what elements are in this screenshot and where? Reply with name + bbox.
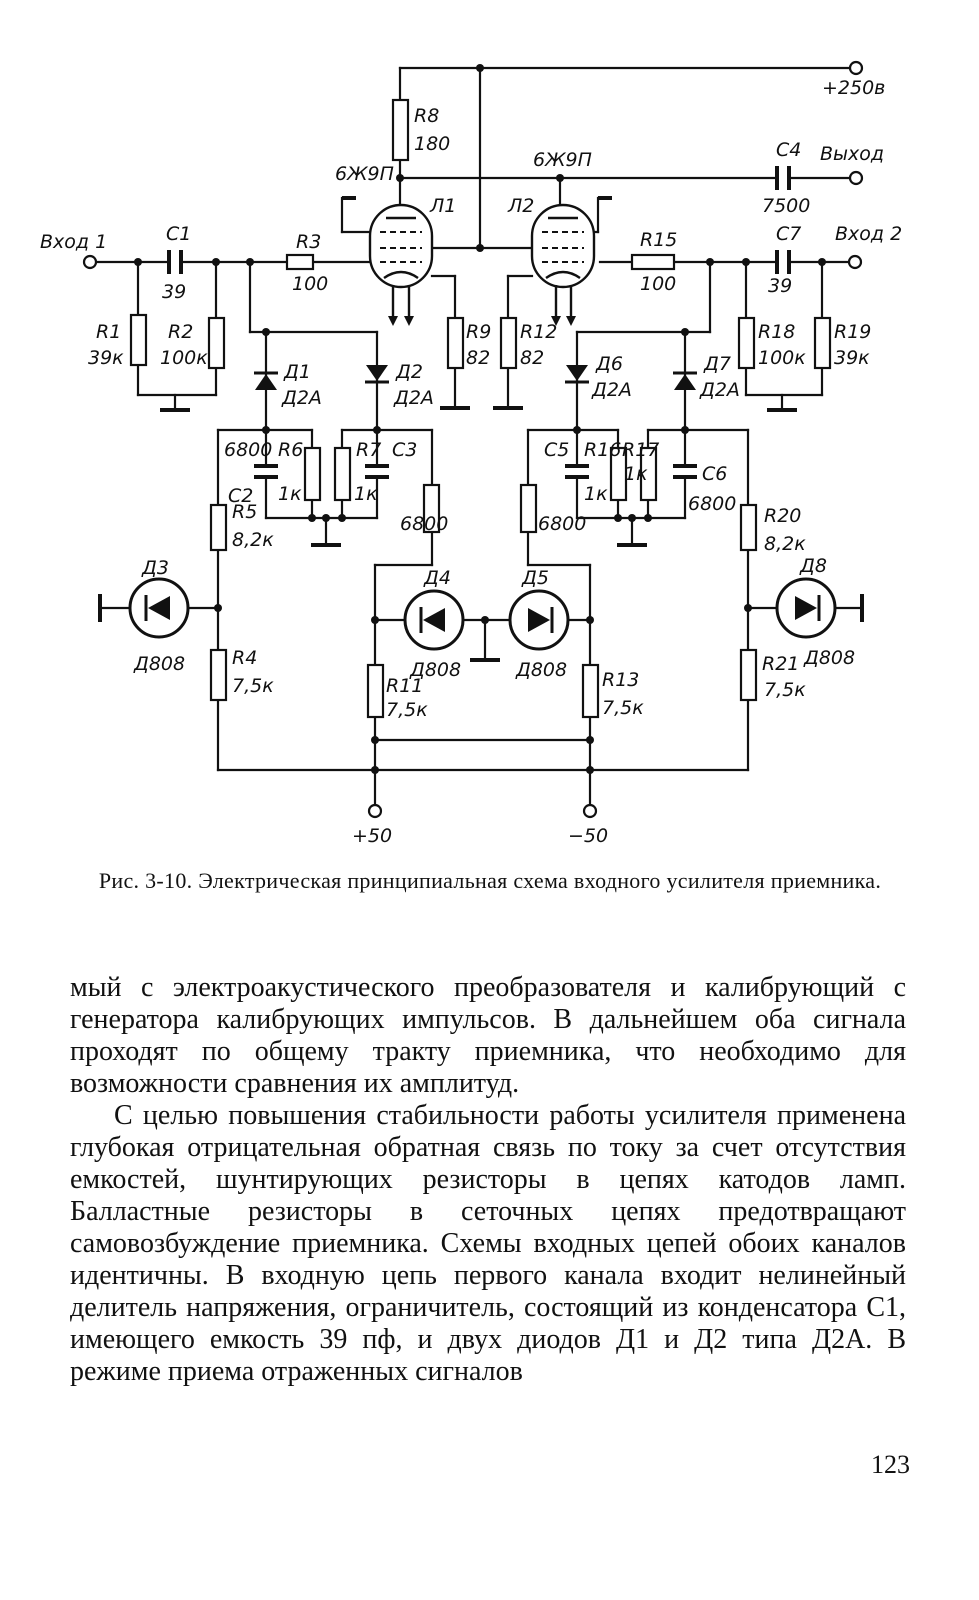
r6-label: R6	[278, 439, 303, 461]
paragraph: мый с электроакустического преобразовате…	[70, 972, 906, 1099]
d2-label: Д2	[395, 361, 423, 383]
figure-caption: Рис. 3-10. Электрическая принципиальная …	[98, 868, 882, 893]
r21-label: R21	[762, 653, 799, 675]
c6-value: 6800	[688, 493, 736, 515]
r17-value: 1к	[624, 463, 648, 485]
c4-value: 7500	[762, 195, 810, 217]
output-label: Выход	[820, 143, 884, 165]
c4-label: C4	[776, 139, 801, 161]
d7-label: Д7	[703, 353, 731, 375]
r13-value: 7,5к	[602, 697, 644, 719]
d2-type: Д2А	[393, 387, 434, 409]
c2-value: 6800	[224, 439, 272, 461]
plus50-label: +50	[352, 825, 392, 847]
r3-value: 100	[292, 273, 328, 295]
c5-value: 6800	[538, 513, 586, 535]
d1-label: Д1	[283, 361, 311, 383]
d8-label: Д8	[799, 555, 827, 577]
r8-value: 180	[414, 133, 450, 155]
r4-value: 7,5к	[232, 675, 274, 697]
c7-value: 39	[768, 275, 792, 297]
c3-value: 6800	[400, 513, 448, 535]
d4-label: Д4	[423, 567, 451, 589]
r21-value: 7,5к	[764, 679, 806, 701]
tube1-type: 6Ж9П	[335, 163, 394, 185]
c5-label: C5	[544, 439, 569, 461]
c3-label: C3	[392, 439, 417, 461]
body-text: мый с электроакустического преобразовате…	[70, 972, 906, 1388]
d6-type: Д2А	[591, 379, 632, 401]
c1-label: C1	[166, 223, 191, 245]
r17-label: R17	[622, 439, 659, 461]
r12-value: 82	[520, 347, 544, 369]
r5-label: R5	[232, 501, 257, 523]
r19-value: 39к	[834, 347, 870, 369]
supply-label: +250в	[822, 77, 885, 99]
r13-label: R13	[602, 669, 639, 691]
c6-label: C6	[702, 463, 727, 485]
d6-label: Д6	[595, 353, 623, 375]
c7-label: C7	[776, 223, 801, 245]
r7-value: 1к	[354, 483, 378, 505]
r12-label: R12	[520, 321, 557, 343]
r11-label: R11	[386, 675, 423, 697]
r6-value: 1к	[278, 483, 302, 505]
d5-type: Д808	[515, 659, 567, 681]
r1-label: R1	[96, 321, 121, 343]
c1-value: 39	[162, 281, 186, 303]
d3-type: Д808	[133, 653, 185, 675]
page-number: 123	[871, 1450, 910, 1479]
d7-type: Д2А	[699, 379, 740, 401]
r8-label: R8	[414, 105, 439, 127]
r5-value: 8,2к	[232, 529, 274, 551]
d4-type: Д808	[409, 659, 461, 681]
d8-type: Д808	[803, 647, 855, 669]
tube2-type: 6Ж9П	[533, 149, 592, 171]
input2-label: Вход 2	[835, 223, 902, 245]
r19-label: R19	[834, 321, 871, 343]
r16-value: 1к	[584, 483, 608, 505]
minus50-label: −50	[568, 825, 608, 847]
r11-value: 7,5к	[386, 699, 428, 721]
d3-label: Д3	[141, 557, 169, 579]
circuit-schematic: Вход 1 Вход 2 Выход +250в +50 −50 6Ж9П 6…	[40, 60, 902, 847]
d5-label: Д5	[521, 567, 549, 589]
r4-label: R4	[232, 647, 257, 669]
r2-label: R2	[168, 321, 193, 343]
r15-label: R15	[640, 229, 677, 251]
r9-value: 82	[466, 347, 490, 369]
r18-value: 100к	[758, 347, 806, 369]
r3-label: R3	[296, 231, 321, 253]
input1-label: Вход 1	[40, 231, 107, 253]
tube1-label: Л1	[429, 195, 456, 217]
r1-value: 39к	[88, 347, 124, 369]
r20-label: R20	[764, 505, 801, 527]
r15-value: 100	[640, 273, 676, 295]
r18-label: R18	[758, 321, 795, 343]
r9-label: R9	[466, 321, 491, 343]
paragraph: С целью повышения стабильности работы ус…	[70, 1100, 906, 1387]
r20-value: 8,2к	[764, 533, 806, 555]
d1-type: Д2А	[281, 387, 322, 409]
c2-label: C2	[228, 485, 253, 507]
r2-value: 100к	[160, 347, 208, 369]
r7-label: R7	[356, 439, 381, 461]
tube2-label: Л2	[507, 195, 534, 217]
r16-label: R16	[584, 439, 621, 461]
